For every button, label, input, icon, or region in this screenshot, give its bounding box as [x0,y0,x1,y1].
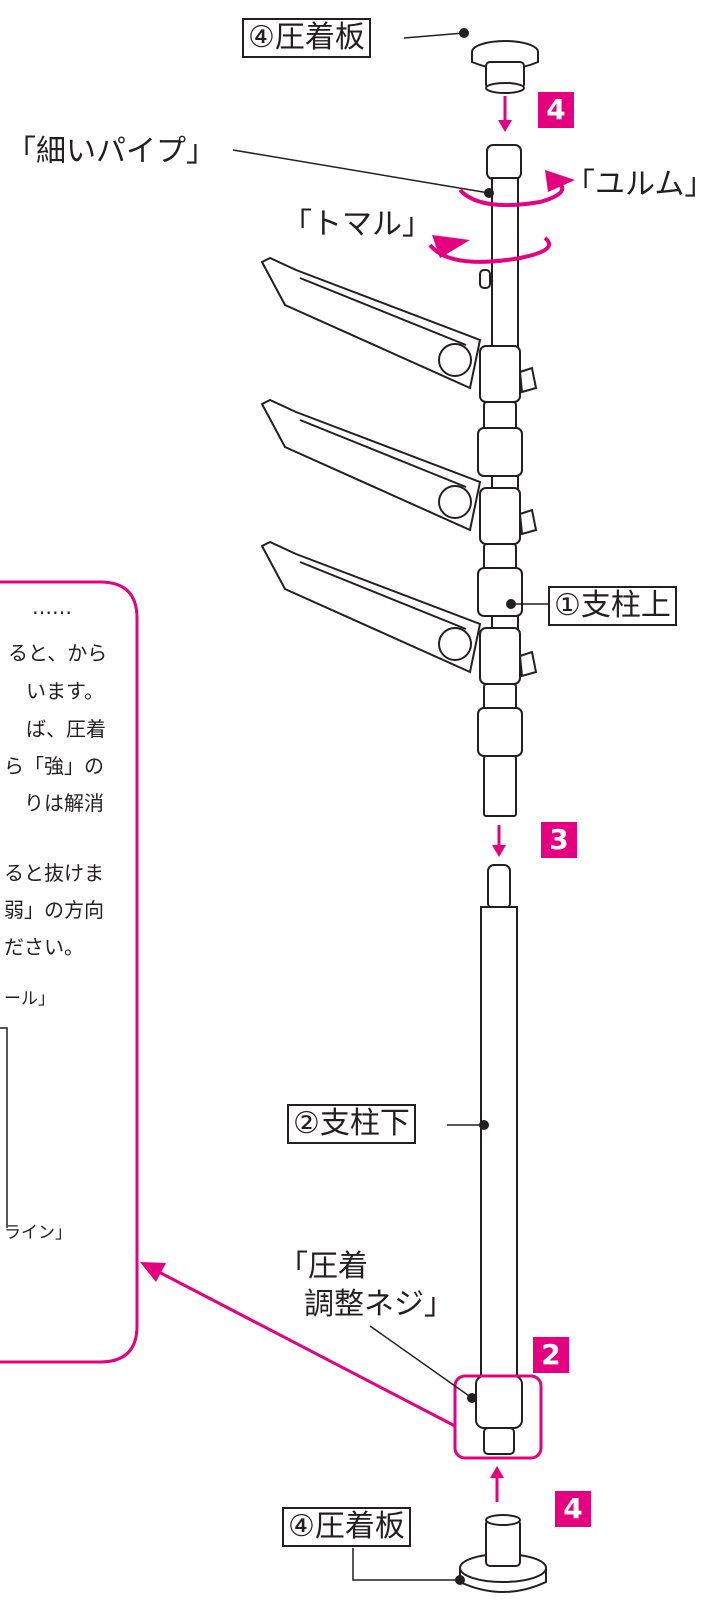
lower-post-label: ②支柱下 [287,1104,416,1144]
hanger-arm-2 [260,398,523,617]
note-box [0,580,139,1364]
note-line-label: ライン」 [4,1223,72,1243]
step-badge-bottom: 4 [555,1491,591,1527]
note-line-6: ると抜けま [4,861,104,885]
note-line-3: ば、圧着 [26,717,106,741]
note-seal-label: ール」 [4,989,55,1009]
note-heading: …… [32,595,72,619]
note-line-7: 弱」の方向 [4,898,104,922]
plate-bottom-label: ④圧着板 [282,1507,411,1547]
bottom-pressure-plate [459,1514,547,1593]
note-line-8: ださい。 [4,935,84,959]
tighten-label: 「トマル」 [282,207,432,242]
upper-post-label: ①支柱上 [548,586,677,626]
plate-top-label: ④圧着板 [242,18,371,58]
note-line-1: ると、から [8,641,108,665]
thin-pipe-label: 「細いパイプ」 [6,134,216,169]
note-line-5: りは解消 [24,791,104,815]
rotation-arrows [428,178,565,264]
adjust-screw-highlight [453,1374,543,1460]
step-badge-mid: 3 [541,822,577,858]
note-line-2: います。 [26,679,104,703]
loosen-label: 「ユルム」 [565,167,715,202]
step-badge-lower: 2 [533,1337,569,1373]
note-line-4: ら「強」の [4,754,104,778]
hanger-arm-3 [260,540,523,817]
step-badge-top: 4 [538,92,574,128]
thin-pipe [479,144,522,349]
adjust-screw-label-line1: 「圧着 [278,1249,368,1284]
adjust-screw-label-line2: 調整ネジ」 [304,1287,454,1322]
top-pressure-plate [471,40,539,94]
hanger-arm-1 [260,256,523,477]
lower-post [475,864,523,1455]
